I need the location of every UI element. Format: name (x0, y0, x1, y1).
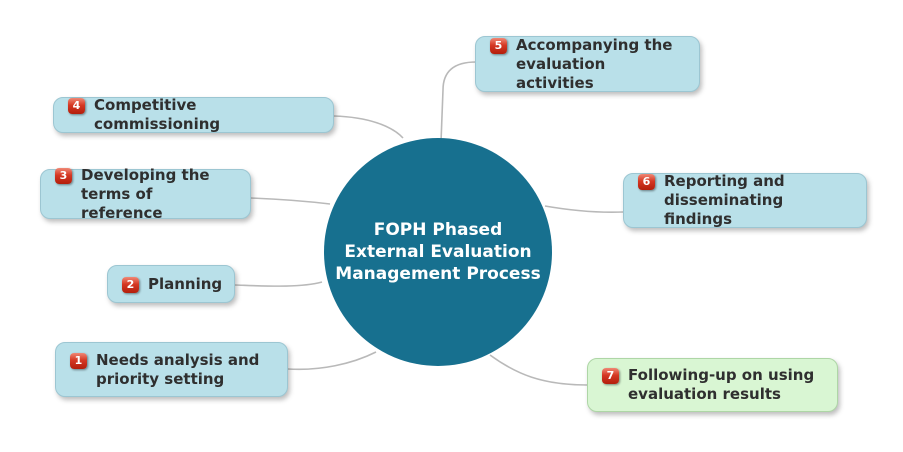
node-label-line1: Needs analysis and (96, 350, 260, 369)
node-label-line1: Competitive commissioning (94, 96, 221, 133)
node-number-badge: 4 (68, 98, 85, 114)
central-topic-line1: FOPH Phased (373, 220, 503, 240)
node-label-line1: Reporting and (664, 172, 785, 190)
node-number-badge: 5 (490, 37, 507, 54)
central-topic-line2: External Evaluation (344, 242, 532, 262)
node-number-badge: 3 (55, 167, 72, 184)
connector-node-1 (287, 351, 377, 371)
node-accompanying-evaluation[interactable]: 5 Accompanying the evaluation activities (475, 36, 700, 92)
connector-node-5 (440, 61, 477, 143)
node-following-up[interactable]: 7 Following-up on using evaluation resul… (587, 358, 838, 412)
connector-node-4 (333, 115, 404, 139)
node-terms-of-reference[interactable]: 3 Developing the terms of reference (40, 165, 251, 222)
connector-node-7 (489, 354, 588, 386)
node-number-badge: 2 (122, 276, 139, 293)
connector-node-3 (250, 197, 331, 205)
central-topic-line3: Management Process (335, 264, 541, 284)
node-number-badge: 6 (638, 174, 655, 190)
node-label-line2: evaluation activities (516, 54, 606, 92)
connector-node-2 (234, 281, 323, 287)
node-reporting-findings[interactable]: 6 Reporting and disseminating findings (623, 172, 867, 228)
node-planning[interactable]: 2 Planning (107, 265, 235, 303)
node-label-line1: Planning (148, 274, 223, 293)
central-topic-node[interactable]: FOPH Phased External Evaluation Manageme… (324, 138, 552, 366)
node-label-line2: evaluation results (628, 385, 781, 403)
node-label-line1: Following-up on using (628, 366, 815, 384)
node-number-badge: 1 (70, 352, 87, 369)
node-needs-analysis[interactable]: 1 Needs analysis and priority setting (55, 342, 288, 397)
node-label-line2: disseminating findings (664, 191, 784, 228)
connector-node-6 (544, 205, 624, 213)
node-label-line2: priority setting (96, 369, 225, 388)
node-label-line2: terms of reference (81, 184, 163, 222)
node-label-line1: Developing the (81, 165, 210, 184)
node-number-badge: 7 (602, 368, 619, 384)
node-competitive-commissioning[interactable]: 4 Competitive commissioning (53, 96, 334, 133)
node-label-line1: Accompanying the (516, 35, 673, 54)
